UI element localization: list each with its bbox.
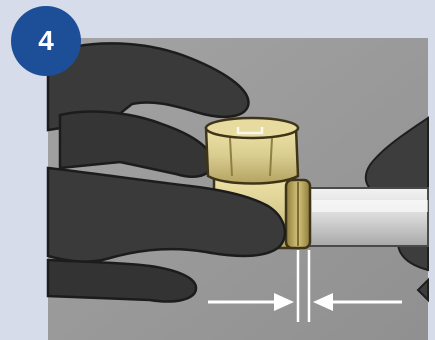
step-number: 4	[38, 27, 54, 55]
step-number-badge: 4	[11, 6, 81, 76]
pipe	[306, 188, 428, 246]
